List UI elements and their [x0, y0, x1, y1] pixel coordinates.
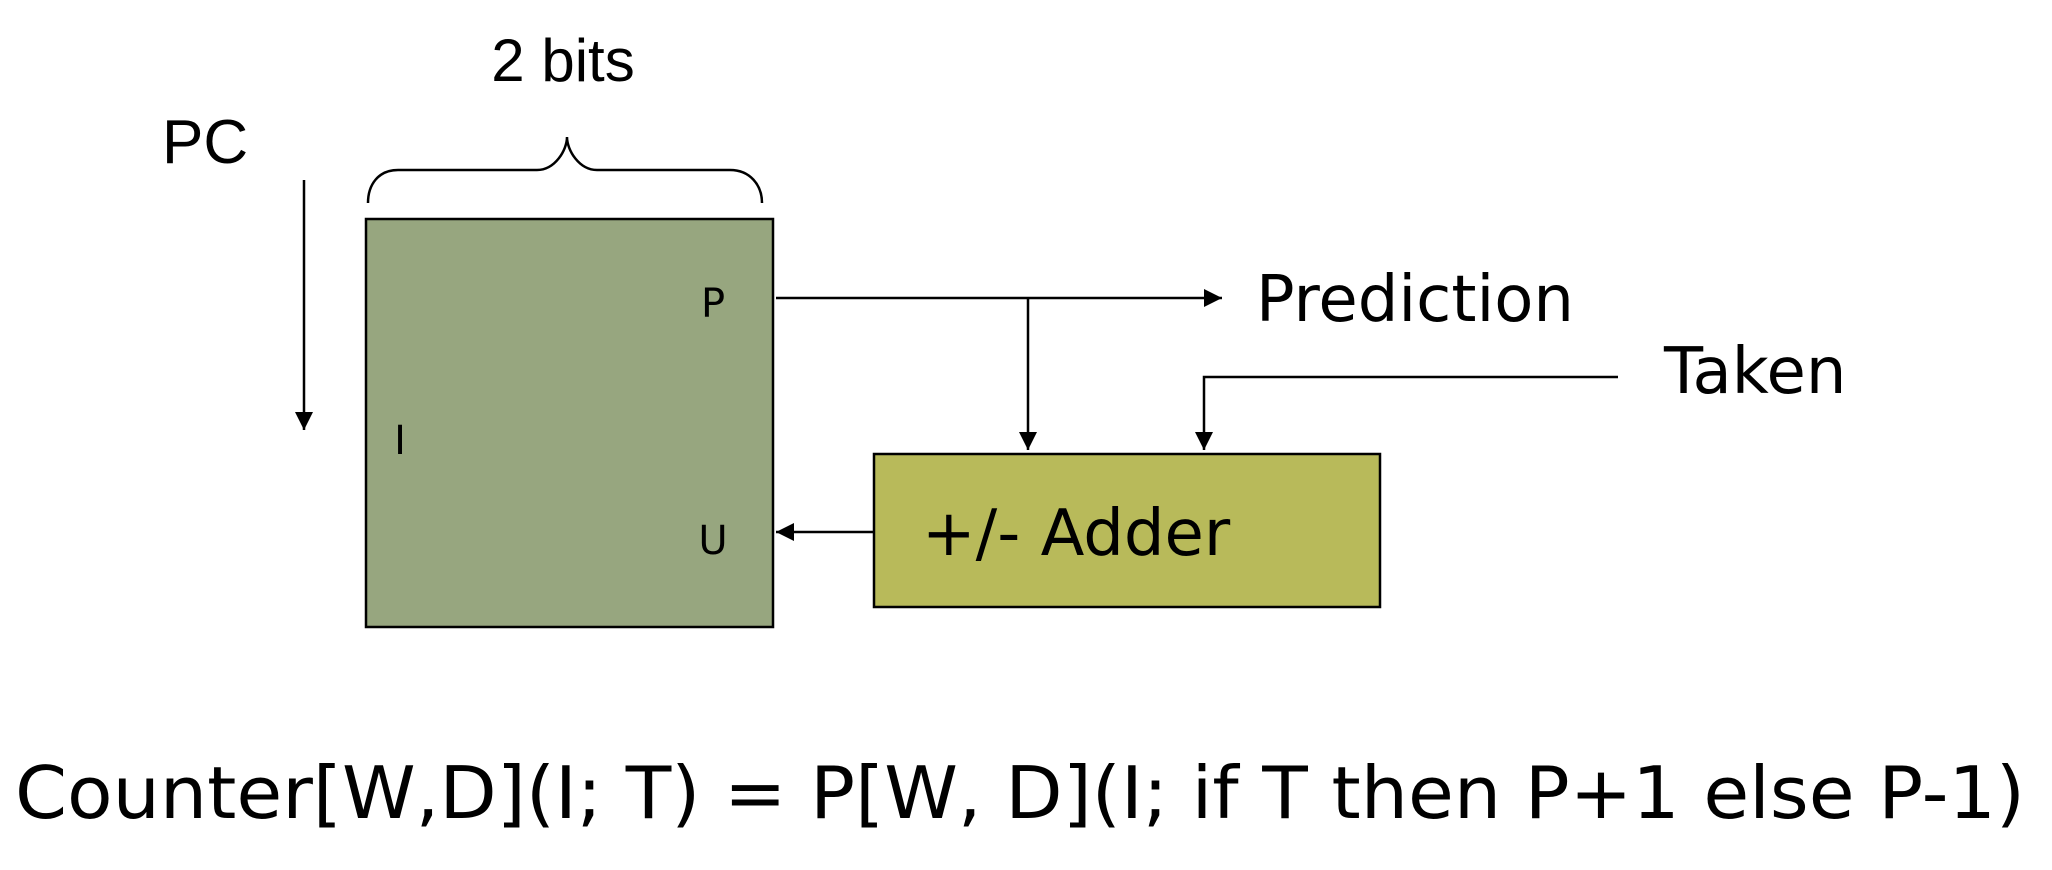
counter-equation: Counter[W,D](I; T) = P[W, D](I; if T the… [15, 751, 2025, 835]
adder-block [872, 452, 1382, 609]
pc-label: PC [162, 108, 248, 177]
counter-table [364, 217, 775, 629]
port-label-index: I [394, 418, 406, 464]
prediction-label: Prediction [1256, 263, 1574, 337]
bit-width-label: 2 bits [491, 27, 634, 94]
taken-to-adder-arrow [1195, 375, 1618, 450]
port-label-predict: P [701, 281, 725, 327]
adder-label: +/- Adder [922, 497, 1231, 571]
taken-label: Taken [1663, 335, 1846, 409]
bit-width-brace [366, 136, 764, 204]
port-label-update: U [698, 518, 727, 564]
